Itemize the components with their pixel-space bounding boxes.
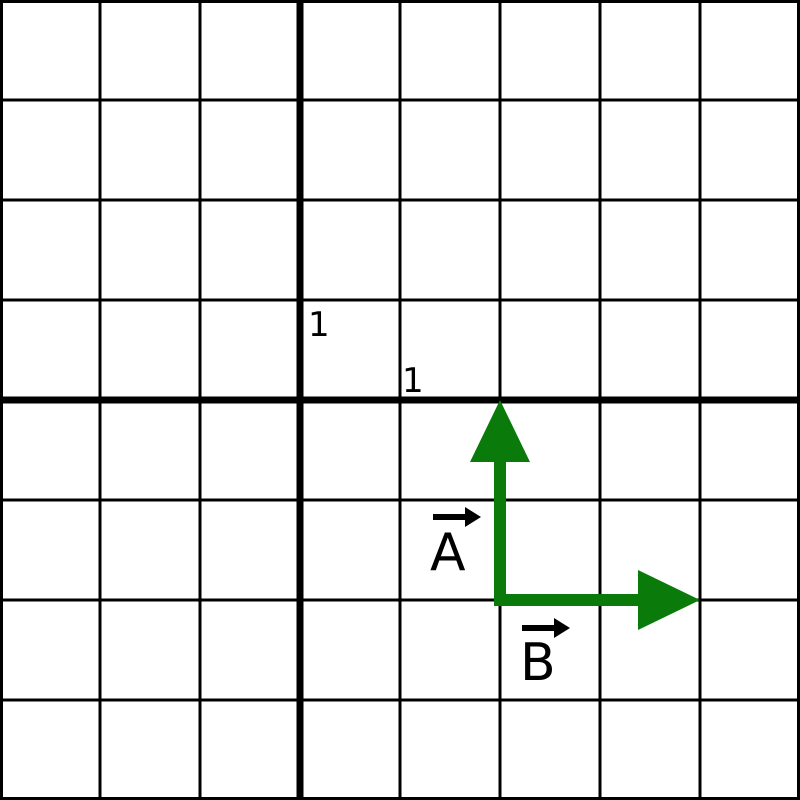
- vector-b-letter: B: [520, 633, 556, 693]
- vector-b-label: B: [520, 618, 570, 693]
- y-tick-label: 1: [308, 305, 330, 345]
- vector-a-head: [470, 400, 530, 462]
- over-arrow-head: [554, 618, 570, 638]
- vector-a-arrow-icon: [433, 507, 481, 527]
- vectors: [470, 400, 700, 630]
- vector-a-letter: A: [430, 523, 466, 583]
- vector-a-label: A: [430, 507, 481, 583]
- vector-b-arrow-icon: [522, 618, 570, 638]
- vector-b-head: [638, 570, 700, 630]
- x-tick-label: 1: [402, 361, 424, 401]
- over-arrow-head: [465, 507, 481, 527]
